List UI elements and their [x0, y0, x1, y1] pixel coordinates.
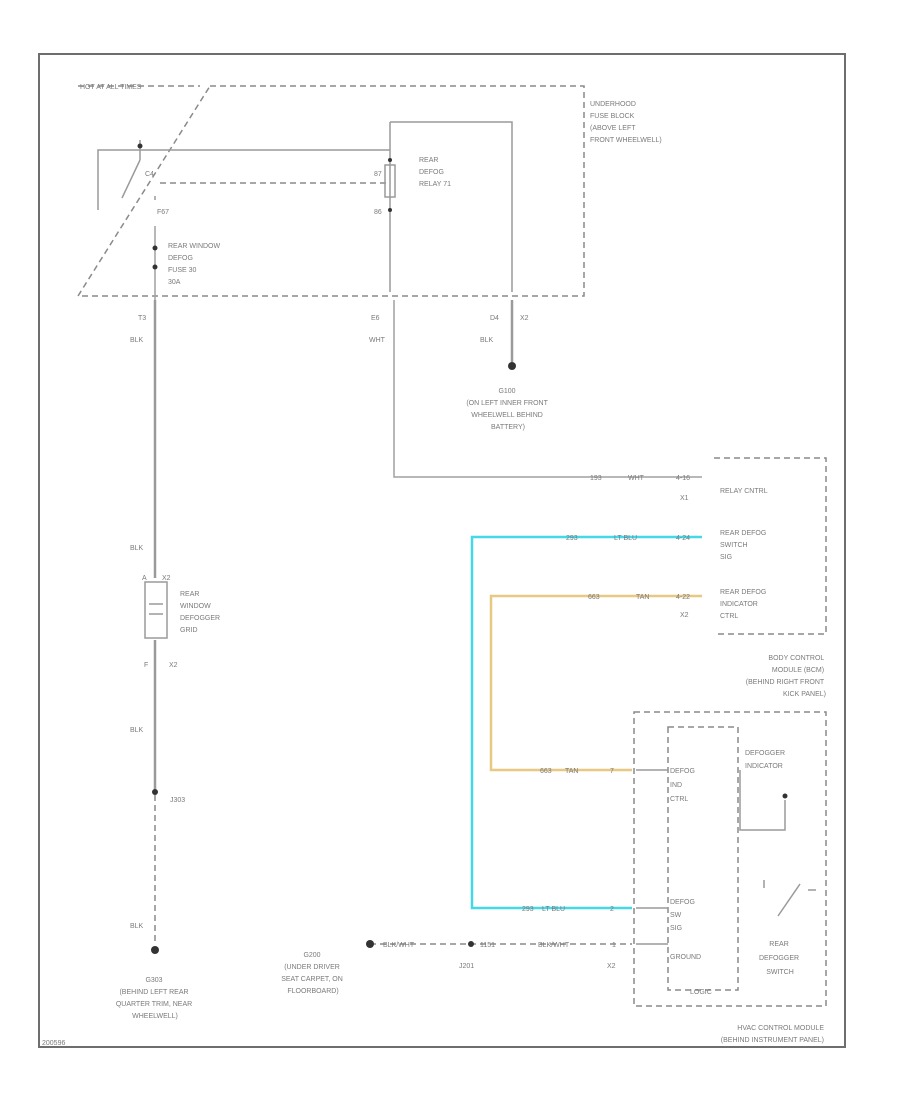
splice-j303-dot: [152, 789, 158, 795]
wire-indicator-color-label: TAN: [636, 594, 649, 601]
rear-defogger-switch-label: REAR DEFOGGER SWITCH: [759, 941, 801, 976]
bcm-pin-indicator-ctrl-label: REAR DEFOG INDICATOR CTRL: [720, 589, 768, 620]
wht-upper-label: WHT: [369, 337, 386, 344]
defogger-indicator-label: DEFOGGER INDICATOR: [745, 750, 787, 770]
fuse-relay-internal: C4 F67 87 86 REAR DEFOG RELAY 71: [97, 121, 513, 292]
body-control-module: RELAY CNTRL REAR DEFOG SWITCH SIG REAR D…: [680, 457, 827, 698]
diagram-id-label: 200596: [42, 1040, 65, 1047]
hvac-tan-pin-label: 7: [610, 768, 614, 775]
hvac-pin-sw-sig-label: DEFOG SW SIG: [670, 899, 697, 932]
splice-j201-dot: [468, 941, 474, 947]
ground-g200-icon: [366, 940, 374, 948]
wire-relay-circuit-label: 193: [590, 475, 602, 482]
hot-at-all-times-label: HOT AT ALL TIMES: [80, 84, 142, 91]
hvac-name-label: HVAC CONTROL MODULE: [737, 1025, 824, 1032]
hvac-location-label: (BEHIND INSTRUMENT PANEL): [721, 1037, 824, 1044]
ground-wire-right-circuit-label: 1151: [480, 942, 495, 949]
blk-grid-top-label: BLK: [130, 545, 144, 552]
ground-g100-icon: [508, 362, 516, 370]
relay-pin-87-label: 87: [374, 171, 382, 178]
hvac-blu-color-label: LT BLU: [542, 906, 565, 913]
rear-window-defogger-grid-label: REAR WINDOW DEFOGGER GRID: [180, 591, 222, 634]
grid-pin-c-label: F: [144, 662, 148, 669]
splice-j201-label: J201: [459, 963, 474, 970]
ground-g303-icon: [151, 946, 159, 954]
indicator-control-wire: 663 TAN 4-22 663 TAN 7: [489, 594, 702, 775]
bcm-conn-top-label: X1: [680, 495, 689, 502]
hvac-blu-pin-label: 2: [610, 906, 614, 913]
bcm-pin-switch-sig-label: REAR DEFOG SWITCH SIG: [720, 530, 768, 561]
rear-defog-relay-icon: [384, 164, 396, 198]
ground-g200-label: G200 (UNDER DRIVER SEAT CARPET, ON FLOOR…: [281, 952, 345, 995]
hvac-control-module: DEFOG IND CTRL DEFOG SW SIG GROUND DEFOG…: [633, 711, 827, 1044]
fuse-terminal-dot: [137, 143, 143, 149]
hvac-pin-ind-ctrl-label: DEFOG IND CTRL: [670, 768, 697, 803]
grid-feed-wire: T3 BLK BLK: [130, 300, 157, 578]
ground-g303-label: G303 (BEHIND LEFT REAR QUARTER TRIM, NEA…: [116, 977, 194, 1020]
wire-switch-color-label: LT BLU: [614, 535, 637, 542]
rear-defog-relay-label: REAR DEFOG RELAY 71: [419, 157, 451, 188]
ground-g100-label: G100 (ON LEFT INNER FRONT WHEELWELL BEHI…: [466, 388, 549, 431]
underhood-fuse-block: HOT AT ALL TIMES UNDERHOOD FUSE BLOCK (A…: [76, 84, 662, 297]
defogger-indicator-icon: [782, 793, 788, 799]
splice-j303-label: J303: [170, 797, 185, 804]
blk-upper-label: BLK: [130, 337, 144, 344]
conn-x2-label: X2: [520, 315, 529, 322]
bcm-conn-bottom-label: X2: [680, 612, 689, 619]
rear-window-defog-fuse: REAR WINDOW DEFOG FUSE 30 30A: [152, 226, 222, 300]
grid-conn-bottom-label: X2: [169, 662, 178, 669]
wire-switch-pin-label: 4-24: [676, 535, 690, 542]
blk-bottom-label: BLK: [130, 923, 144, 930]
rear-window-defogger-grid: A X2 F X2 REAR WINDOW DEFOGGER GRID: [142, 575, 222, 669]
ground-wire-right-color-label: BLK/WHT: [538, 942, 570, 949]
grid-ground-wire: BLK J303 BLK G303 (BEHIND LEFT REAR QUAR…: [116, 640, 194, 1020]
ground-wire-right-pin-label: 1: [612, 942, 616, 949]
blk-ground-label: BLK: [480, 337, 494, 344]
pin-e6-label: E6: [371, 315, 380, 322]
logic-label: LOGIC: [690, 989, 712, 996]
hvac-tan-color-label: TAN: [565, 768, 578, 775]
wire-indicator-circuit-label: 663: [588, 594, 600, 601]
underhood-fuse-block-label: UNDERHOOD FUSE BLOCK (ABOVE LEFT FRONT W…: [590, 101, 662, 144]
pin-t3-label: T3: [138, 315, 146, 322]
wire-switch-circuit-label: 293: [566, 535, 578, 542]
hvac-pin-ground-label: GROUND: [670, 954, 701, 961]
relay-control-wire: E6 WHT 193 WHT 4-16 X1: [369, 300, 702, 502]
bcm-name-label: BODY CONTROL MODULE (BCM) (BEHIND RIGHT …: [746, 655, 826, 698]
ground-wire-left-label: BLK/WHT: [383, 942, 415, 949]
hvac-tan-circuit-label: 663: [540, 768, 552, 775]
fuse-pin-top-label: C4: [145, 171, 154, 178]
switch-signal-wire: 293 LT BLU 4-24 293 LT BLU 2: [470, 535, 702, 913]
grid-pin-a-label: A: [142, 575, 147, 582]
wire-indicator-pin-label: 4-22: [676, 594, 690, 601]
hvac-conn-label: X2: [607, 963, 616, 970]
hvac-blu-circuit-label: 293: [522, 906, 534, 913]
hvac-ground-wire: BLK/WHT 1151 BLK/WHT 1 X2 J201 G200 (UND…: [281, 940, 632, 995]
rear-window-defog-fuse-label: REAR WINDOW DEFOG FUSE 30 30A: [168, 243, 222, 286]
wire-relay-color-label: WHT: [628, 475, 645, 482]
blk-lower-label: BLK: [130, 727, 144, 734]
wire-relay-pin-label: 4-16: [676, 475, 690, 482]
relay-ground-wire: D4 X2 BLK G100 (ON LEFT INNER FRONT WHEE…: [466, 300, 549, 431]
pin-d4-label: D4: [490, 315, 499, 322]
bcm-pin-relay-cntrl-label: RELAY CNTRL: [720, 488, 768, 495]
grid-conn-label: X2: [162, 575, 171, 582]
fuse-pin-bottom-label: F67: [157, 209, 169, 216]
relay-pin-86-label: 86: [374, 209, 382, 216]
diagram-frame: [38, 53, 846, 1048]
